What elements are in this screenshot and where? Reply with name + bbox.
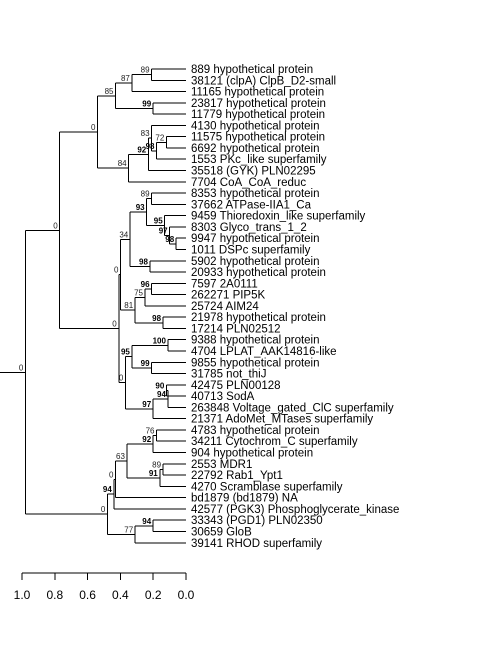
- support-value: 63: [116, 452, 125, 461]
- leaf-label: 2553 MDR1: [191, 459, 252, 471]
- tree-branches: [0, 68, 186, 544]
- support-value: 95: [154, 217, 163, 226]
- leaf-label: 4783 hypothetical protein: [191, 425, 320, 437]
- support-value: 96: [141, 280, 150, 289]
- support-value: 75: [134, 288, 143, 297]
- leaf-label: 904 hypothetical protein: [191, 448, 313, 460]
- leaf-label: 889 hypothetical protein: [191, 64, 313, 76]
- support-value: 94: [103, 485, 112, 494]
- leaf-label: 1011 DSPc superfamily: [191, 244, 311, 256]
- support-value: 98: [152, 314, 161, 323]
- support-value: 0: [114, 266, 119, 275]
- axis-tick-label: 0.6: [79, 588, 96, 602]
- support-value: 0: [112, 320, 117, 329]
- leaf-label: 11165 hypothetical protein: [191, 87, 324, 99]
- leaf-label: 30659 GloB: [191, 526, 252, 538]
- axis-tick-label: 0.0: [178, 588, 195, 602]
- support-value: 99: [141, 359, 150, 368]
- support-value: 0: [91, 123, 96, 132]
- leaf-label: 7597 2A0111: [191, 278, 258, 290]
- support-value: 0: [109, 470, 114, 479]
- support-value: 89: [141, 190, 150, 199]
- leaf-label: 17214 PLN02512: [191, 323, 281, 335]
- support-value: 89: [141, 66, 150, 75]
- support-value: 0: [19, 363, 24, 372]
- leaf-label: 38121 (clpA) ClpB_D2-small: [191, 75, 336, 87]
- support-value: 81: [124, 301, 133, 310]
- axis-tick-label: 0.8: [46, 588, 63, 602]
- support-value: 97: [159, 226, 168, 235]
- support-value: 34: [119, 230, 128, 239]
- leaf-label: 21978 hypothetical protein: [191, 312, 326, 324]
- support-value: 92: [142, 435, 151, 444]
- support-value: 0: [101, 505, 106, 514]
- support-value: 94: [157, 390, 166, 399]
- support-value: 90: [155, 381, 164, 390]
- support-value: 98: [146, 142, 155, 151]
- support-value: 93: [136, 203, 145, 212]
- leaf-label: 23817 hypothetical protein: [191, 98, 326, 110]
- leaf-label: 37662 ATPase-IIA1_Ca: [191, 199, 312, 211]
- leaf-label: 33343 (PGD1) PLN02350: [191, 515, 323, 527]
- leaf-label: 11779 hypothetical protein: [191, 109, 325, 121]
- support-value: 0: [53, 221, 58, 230]
- leaf-label: 42577 (PGK3) Phosphoglycerate_kinase: [191, 504, 399, 516]
- leaf-label: 21371 AdoMet_MTases superfamily: [191, 414, 373, 426]
- leaf-label: 25724 AIM24: [191, 301, 259, 313]
- leaf-label: bd1879 (bd1879) NA: [191, 493, 298, 505]
- support-value: 72: [155, 133, 164, 142]
- leaf-label: 34211 Cytochrom_C superfamily: [191, 436, 358, 448]
- leaf-label: 8353 hypothetical protein: [191, 188, 320, 200]
- leaf-label: 40713 SodA: [191, 391, 255, 403]
- support-value: 84: [118, 159, 127, 168]
- leaf-label: 9459 Thioredoxin_like superfamily: [191, 211, 366, 223]
- leaf-label: 20933 hypothetical protein: [191, 267, 326, 279]
- depth-axis: 1.0 0.8 0.6 0.4 0.2 0.0: [14, 572, 195, 602]
- leaf-label: 6692 hypothetical protein: [191, 143, 320, 155]
- support-value: 100: [153, 336, 167, 345]
- support-value: 94: [142, 517, 151, 526]
- support-value: 0: [119, 374, 124, 383]
- leaf-label: 9855 hypothetical protein: [191, 357, 320, 369]
- axis-tick-label: 0.4: [112, 588, 129, 602]
- support-value: 98: [139, 257, 148, 266]
- leaf-label: 4270 Scramblase superfamily: [191, 481, 343, 493]
- leaf-label: 262271 PIP5K: [191, 290, 266, 302]
- support-value: 89: [152, 460, 161, 469]
- support-value: 76: [146, 427, 155, 436]
- leaf-label: 9947 hypothetical protein: [191, 233, 320, 245]
- support-value: 98: [165, 235, 174, 244]
- leaf-label: 9388 hypothetical protein: [191, 335, 320, 347]
- leaf-label: 7704 CoA_CoA_reduc: [191, 177, 306, 189]
- leaf-label: 4704 LPLAT_AAK14816-like: [191, 346, 337, 358]
- support-value: 87: [121, 74, 130, 83]
- support-value: 77: [124, 525, 133, 534]
- leaf-label: 5902 hypothetical protein: [191, 256, 320, 268]
- leaf-label: 39141 RHOD superfamily: [191, 538, 322, 550]
- support-value: 99: [142, 99, 151, 108]
- leaf-label: 35518 (GYK) PLN02295: [191, 166, 316, 178]
- leaf-label: 4130 hypothetical protein: [191, 120, 320, 132]
- axis-tick-label: 0.2: [145, 588, 162, 602]
- support-value: 95: [121, 348, 130, 357]
- leaf-label: 31785 not_thiJ: [191, 369, 266, 381]
- leaf-label: 1553 PKc_like superfamily: [191, 154, 327, 166]
- leaf-label: 8303 Glyco_trans_1_2: [191, 222, 307, 234]
- leaf-label: 11575 hypothetical protein: [191, 132, 325, 144]
- leaf-label: 22792 Rab1_Ypt1: [191, 470, 283, 482]
- support-value: 83: [141, 129, 150, 138]
- axis-tick-label: 1.0: [14, 588, 31, 602]
- support-value: 92: [137, 145, 146, 154]
- support-value: 91: [149, 469, 158, 478]
- support-value: 85: [105, 87, 114, 96]
- support-values: 8987998572988392840899897959398349675988…: [19, 66, 175, 535]
- leaf-label: 263848 Voltage_gated_ClC superfamily: [191, 402, 394, 414]
- support-value: 97: [142, 400, 151, 409]
- leaf-label: 42475 PLN00128: [191, 380, 281, 392]
